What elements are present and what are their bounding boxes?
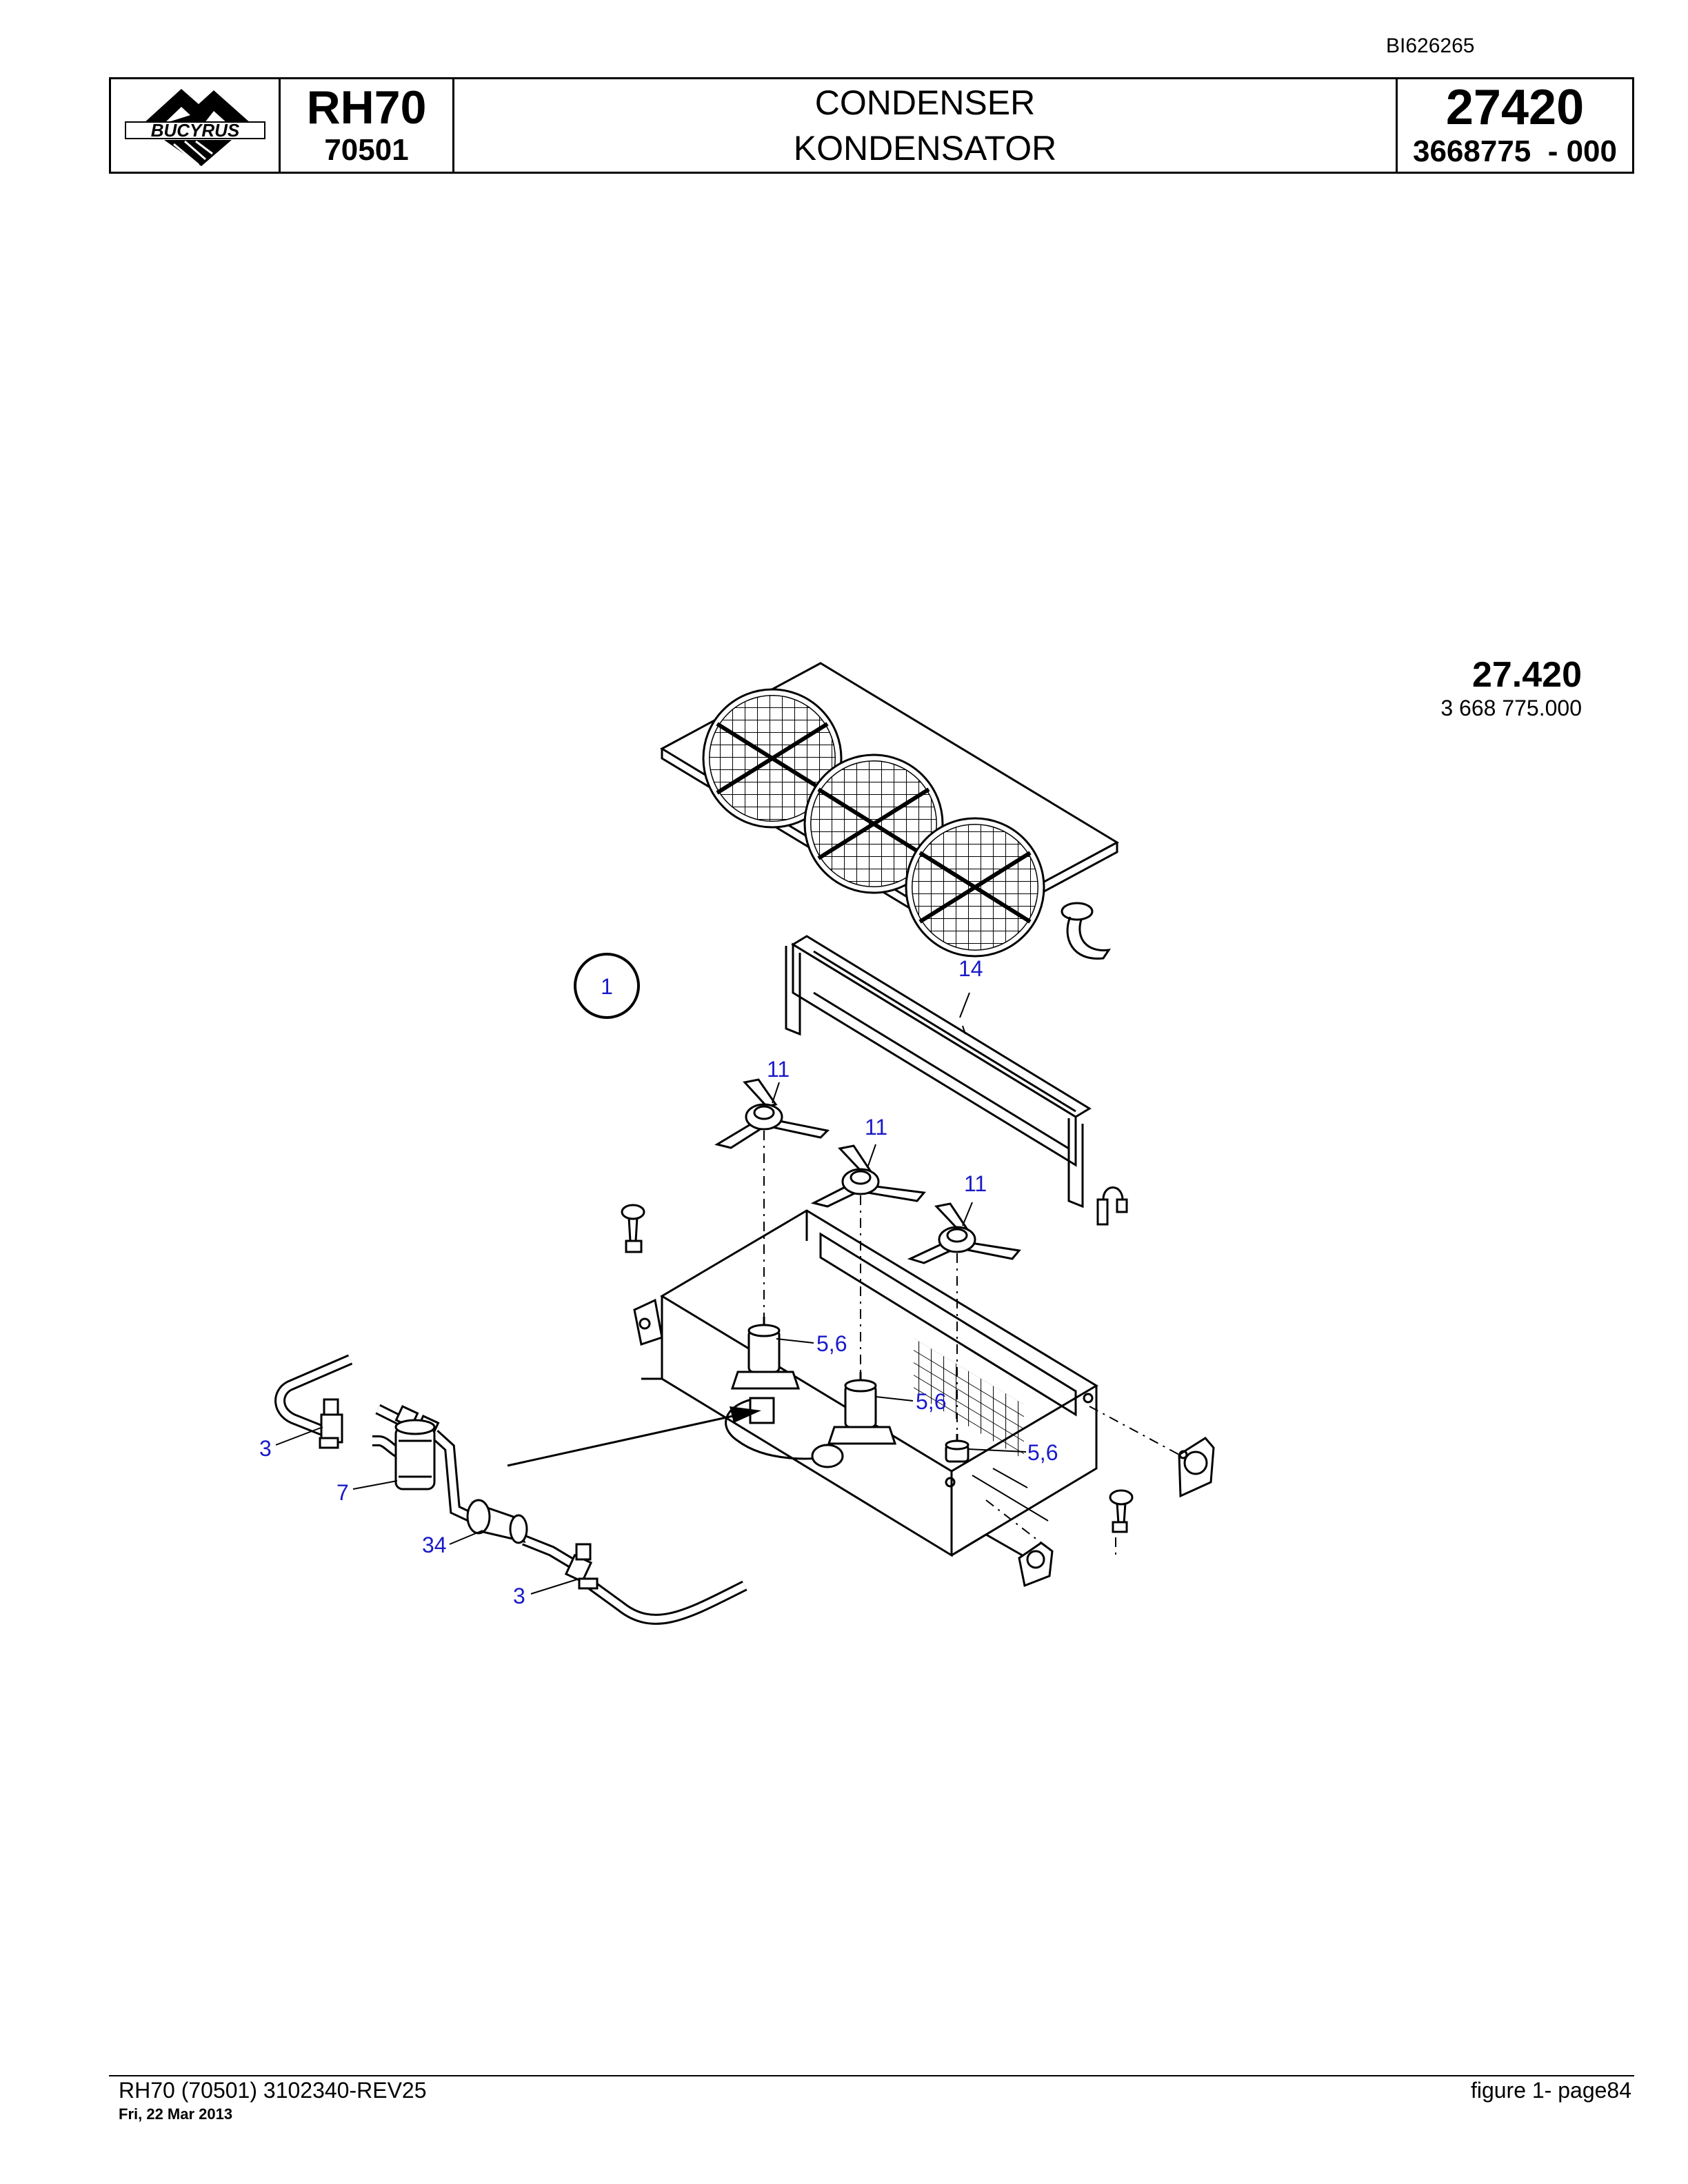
reference-group: 27.420 [1471, 655, 1582, 695]
connector-right [1096, 1186, 1128, 1226]
footer-document-reference: RH70 (70501) 3102340-REV25 [119, 2078, 427, 2103]
callout-5-6-b: 5,6 [916, 1389, 946, 1414]
title-english: CONDENSER [814, 83, 1036, 122]
figure-marker-circle [574, 953, 640, 1019]
filter [466, 1499, 528, 1544]
valve-1 [319, 1398, 343, 1449]
callout-34: 34 [422, 1533, 447, 1557]
group-cell: 27420 3668775 - 000 [1398, 79, 1632, 172]
fan-grille-3 [905, 817, 1045, 958]
fan-2 [810, 1144, 926, 1379]
group-number: 27420 [1445, 80, 1585, 135]
callouts: 14 11 11 11 5,6 5,6 5,6 3 7 34 3 [259, 956, 1058, 1608]
bucyrus-logo: BUCYRUS [124, 89, 265, 166]
latch-part [1061, 902, 1112, 960]
knob-left [621, 1204, 645, 1253]
title-block: BUCYRUS RH70 70501 CONDENSER KONDENSATOR… [109, 77, 1634, 174]
callout-11-b: 11 [865, 1115, 887, 1140]
bracket-bottom [985, 1499, 1054, 1588]
fan-grille-2 [803, 754, 944, 894]
fan-3 [907, 1202, 1021, 1441]
valve-2 [564, 1543, 599, 1590]
logo-cell: BUCYRUS [111, 79, 281, 172]
model: RH70 [306, 81, 427, 134]
callout-11-c: 11 [964, 1171, 987, 1196]
document-id: BI626265 [1386, 34, 1475, 57]
grille-plate [659, 662, 1120, 958]
footer-page: figure 1- page84 [1470, 2078, 1631, 2103]
callout-14: 14 [958, 956, 983, 981]
callout-11-a: 11 [767, 1057, 790, 1082]
fan-1 [714, 1078, 830, 1331]
callout-3-b: 3 [513, 1584, 525, 1608]
fan-grille-1 [702, 688, 843, 829]
motor-2 [811, 1372, 897, 1468]
callout-3-a: 3 [259, 1436, 272, 1461]
callout-5-6-c: 5,6 [1027, 1440, 1058, 1465]
model-cell: RH70 70501 [281, 79, 454, 172]
serial-number: 70501 [324, 133, 409, 167]
pipe-assembly [274, 1354, 747, 1625]
figure-marker: 1 [601, 974, 613, 999]
footer-date: Fri, 22 Mar 2013 [119, 2105, 233, 2123]
condenser-core [785, 935, 1092, 1209]
knob-right [1109, 1489, 1134, 1558]
part-number: 3668775 - 000 [1412, 134, 1618, 168]
title-german: KONDENSATOR [793, 129, 1057, 168]
receiver-drier [394, 1419, 436, 1490]
reference-block: 27.420 3 668 775.000 [1440, 655, 1582, 721]
leader-lines [275, 992, 1027, 1595]
callout-7: 7 [336, 1480, 349, 1505]
pointer-arrow [507, 1410, 752, 1467]
title-cell: CONDENSER KONDENSATOR [454, 79, 1398, 172]
reference-part: 3 668 775.000 [1440, 696, 1582, 720]
motor-3 [945, 1434, 969, 1463]
logo-text: BUCYRUS [150, 120, 239, 141]
footer-divider [109, 2075, 1634, 2076]
callout-5-6-a: 5,6 [816, 1331, 847, 1356]
bracket-right [1089, 1406, 1215, 1498]
